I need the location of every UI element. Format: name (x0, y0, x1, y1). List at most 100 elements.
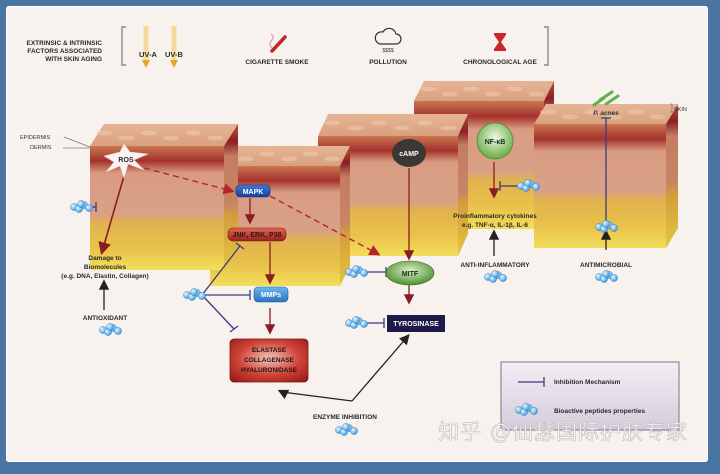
mapk-node: MAPK (235, 184, 271, 198)
skin-block-side (458, 114, 468, 256)
skin-cell (562, 114, 578, 120)
epidermis-label: EPIDERMIS (20, 135, 51, 141)
skin-cell (441, 91, 458, 97)
skin-cell (584, 109, 600, 115)
peptide-cluster-icon (70, 200, 93, 213)
skin-block-side (666, 104, 678, 248)
peptide-cluster-icon (345, 316, 368, 329)
mmps-inhibition-line (202, 290, 251, 300)
skin-block-top (318, 114, 468, 136)
nfkb-label: NF-κB (485, 139, 506, 146)
peptide-clusters (70, 179, 618, 436)
diagram-svg: EXTRINSIC & INTRINSIC FACTORS ASSOCIATED… (20, 26, 687, 436)
peptide-cluster-icon (183, 288, 206, 301)
mmps-label: MMPs (261, 292, 281, 299)
hyaluronidase-label: HYALURONIDASE (241, 367, 298, 374)
skin-cell (140, 130, 157, 136)
skin-cell (207, 135, 224, 141)
diagram-canvas: EXTRINSIC & INTRINSIC FACTORS ASSOCIATED… (6, 6, 708, 462)
skin-cell (540, 109, 556, 115)
nfkb-node: NF-κB (476, 122, 514, 160)
mitf-label: MITF (402, 271, 419, 278)
enzyme-inhibition-label: ENZYME INHIBITION (313, 414, 377, 421)
uvb-label: UV-B (165, 50, 184, 59)
skin-block (90, 124, 238, 270)
pacnes-node: P. acnes (592, 90, 620, 117)
damage-line-2: Biomolecules (84, 264, 127, 271)
mmps-node: MMPs (253, 286, 289, 303)
mapk-to-mitf-arrow (269, 195, 381, 256)
peptide-cluster-icon (99, 323, 122, 336)
skin-cell (628, 109, 644, 115)
uvb-factor: UV-B (165, 26, 184, 68)
inhibition-legend-icon (518, 377, 545, 387)
collagenase-label: COLLAGENASE (244, 357, 295, 364)
ros-to-damage-arrow (98, 175, 125, 256)
watermark: 知乎 @仙瑟国际护肤专家 (438, 420, 688, 445)
skin-cell (650, 114, 666, 120)
pacnes-label: P. acnes (593, 110, 619, 117)
cigarette-smoke-label: CIGARETTE SMOKE (245, 59, 309, 66)
peptide-cluster-icon (484, 270, 507, 283)
skin-label: SKIN (674, 107, 687, 113)
ros-node: ROS (103, 143, 150, 180)
legend: Inhibition Mechanism Bioactive peptides … (500, 361, 680, 431)
skin-cell (506, 86, 523, 92)
skin-cell (528, 91, 545, 97)
skin-cell (485, 91, 501, 97)
skin-cell (347, 125, 364, 131)
bacteria-icon (592, 90, 620, 107)
mitf-node: MITF (385, 260, 435, 286)
skin-cell (440, 125, 457, 131)
skin-cell (237, 156, 254, 162)
pollution-particles-icon: $$$$ (382, 48, 393, 54)
nodes: ROS MAPK JNK, ERK, P38 MMPs ELASTASE COL… (103, 90, 620, 383)
header: EXTRINSIC & INTRINSIC FACTORS ASSOCIATED… (27, 26, 549, 68)
mapk-label: MAPK (243, 189, 264, 196)
pollution-label: POLLUTION (369, 59, 407, 66)
legend-inhibition-label: Inhibition Mechanism (554, 379, 621, 386)
skin-block-top (90, 124, 238, 146)
skin-cell (118, 135, 135, 141)
cigarette-factor: CIGARETTE SMOKE (245, 33, 309, 66)
skin-blocks (90, 81, 678, 286)
uv-arrow-head-icon (142, 60, 150, 68)
uv-arrow-head-icon (170, 60, 178, 68)
anti-inflammatory-label: ANTI-INFLAMMATORY (460, 262, 530, 269)
ros-label: ROS (118, 157, 134, 164)
bracket-left (121, 26, 126, 66)
skin-block-side (340, 146, 350, 286)
tyrosinase-label: TYROSINASE (393, 321, 439, 328)
cytokines-line-1: Proinflammatory cytokines (453, 213, 537, 220)
skin-cell (281, 156, 297, 162)
peptide-cluster-icon (345, 265, 368, 278)
skin-block-side (224, 124, 238, 270)
enzyme-inhibition-to-enzymes-arrow (277, 389, 353, 402)
skin-block-front (90, 146, 224, 270)
chronological-age-label: CHRONOLOGICAL AGE (463, 59, 537, 66)
antioxidant-label: ANTIOXIDANT (83, 315, 127, 322)
skin-layer-labels: EPIDERMIS DERMIS SKIN (20, 103, 687, 151)
skin-cell (259, 151, 276, 157)
enzyme-inhibition-to-tyrosinase-arrow (351, 334, 410, 402)
uva-label: UV-A (139, 50, 158, 59)
elastase-label: ELASTASE (252, 347, 287, 354)
jnk-label: JNK, ERK, P38 (232, 232, 281, 239)
header-title-line-1: EXTRINSIC & INTRINSIC (27, 40, 103, 47)
skin-cell (420, 86, 436, 92)
legend-peptides-label: Bioactive peptides properties (554, 408, 645, 415)
peptide-cluster-icon (517, 179, 540, 192)
properties: ANTIOXIDANT ENZYME INHIBITION ANTI-INFLA… (83, 262, 632, 421)
jnk-node: JNK, ERK, P38 (227, 227, 287, 242)
skin-cell (370, 120, 387, 126)
legend-box (500, 361, 680, 431)
skin-cell (324, 120, 340, 126)
uva-factor: UV-A (139, 26, 158, 68)
pollution-factor: $$$$ POLLUTION (369, 27, 407, 66)
damage-line-1: Damage to (88, 255, 121, 262)
peptide-legend-icon (515, 403, 538, 416)
skin-cell (463, 86, 480, 92)
cigarette-icon (269, 33, 287, 53)
bracket-right (544, 26, 549, 66)
